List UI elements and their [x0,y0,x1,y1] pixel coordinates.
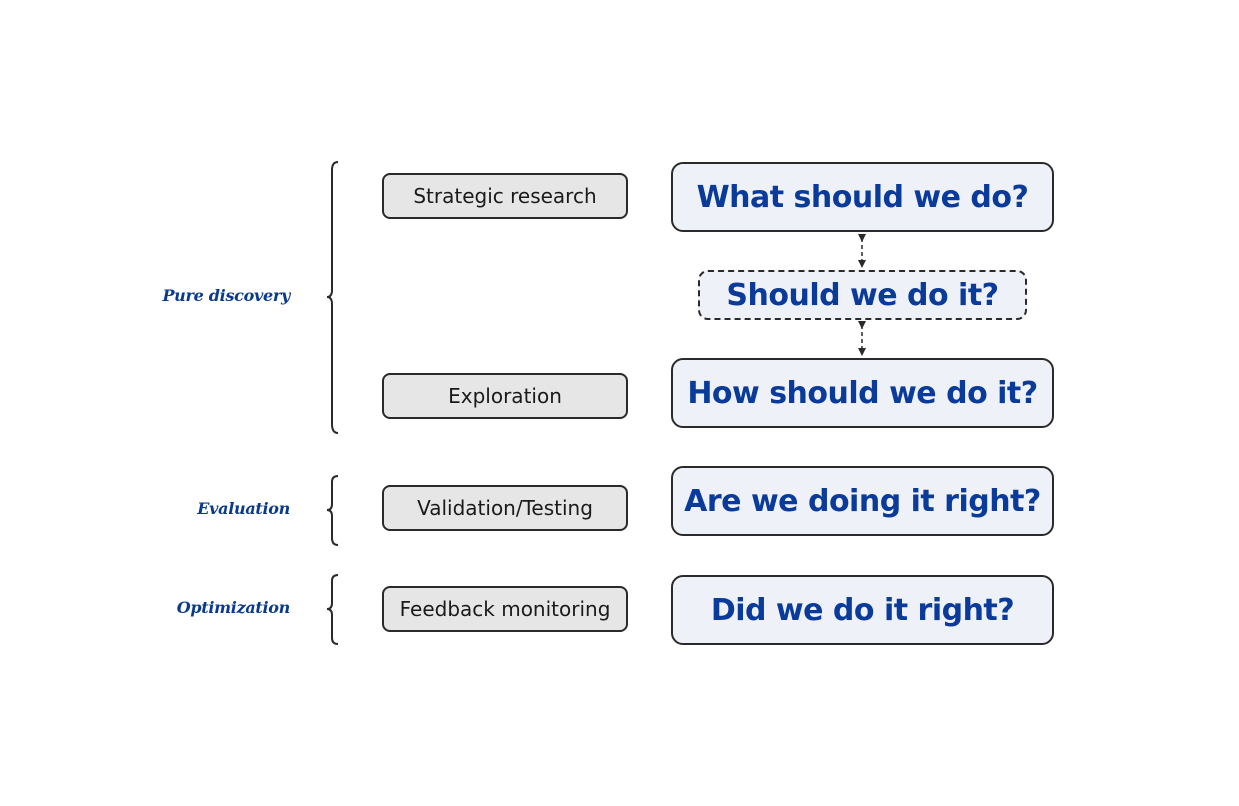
pure-discovery-brace [326,161,339,434]
question-should-we-do-it: Should we do it? [698,270,1027,320]
question-what-should-we-do: What should we do? [671,162,1054,232]
evaluation-brace [326,475,339,546]
phase-label-optimization: Optimization [176,598,291,617]
phase-label-pure-discovery: Pure discovery [162,286,290,305]
method-exploration: Exploration [382,373,628,419]
phase-label-evaluation: Evaluation [197,499,290,518]
question-are-we-doing-it-right: Are we doing it right? [671,466,1054,536]
question-did-we-do-it-right: Did we do it right? [671,575,1054,645]
question-how-should-we-do-it: How should we do it? [671,358,1054,428]
optimization-brace [326,574,339,645]
method-feedback-monitoring: Feedback monitoring [382,586,628,632]
method-strategic-research: Strategic research [382,173,628,219]
method-validation-testing: Validation/Testing [382,485,628,531]
